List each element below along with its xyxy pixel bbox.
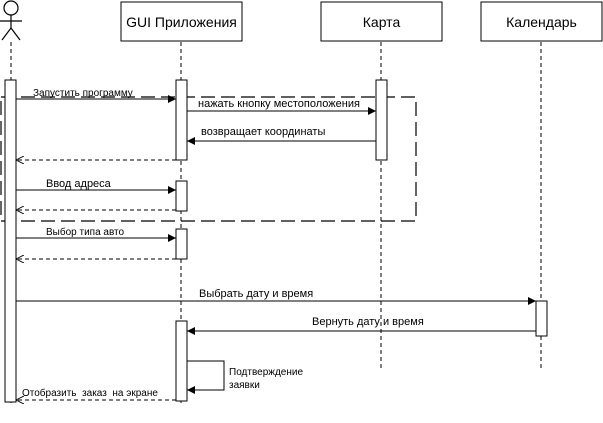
message-label-press-location: нажать кнопку местоположения [198, 98, 360, 110]
message-label-start-program: Запустить программу [33, 88, 133, 99]
lifeline-header-map: Карта [320, 1, 443, 42]
lifeline-label-gui: GUI Приложения [126, 14, 237, 30]
lifeline-header-gui: GUI Приложения [120, 1, 243, 42]
lifeline-label-calendar: Календарь [506, 14, 577, 30]
message-label-returns-coords: возвращает координаты [201, 126, 325, 138]
activation-calendar [535, 300, 548, 337]
lifeline-header-calendar: Календарь [480, 1, 603, 42]
message-label-return-datetime: Вернуть дату и время [312, 316, 424, 328]
message-label-confirm-line1: Подтверждение [229, 367, 303, 378]
message-label-address-input: Ввод адреса [46, 178, 112, 190]
activation-gui-4 [175, 320, 188, 402]
activation-gui-1 [175, 79, 188, 161]
message-label-pick-datetime: Выбрать дату и время [199, 288, 313, 300]
message-label-show-order: Отобразить заказ на экране [22, 387, 158, 399]
activation-gui-3 [175, 228, 188, 260]
activation-gui-2 [175, 180, 188, 212]
message-label-car-type: Выбор типа авто [46, 226, 125, 238]
actor-icon [0, 0, 22, 41]
combined-fragment [0, 96, 417, 222]
activation-actor [4, 79, 17, 403]
activation-map [375, 79, 388, 161]
message-arrow-self-confirm [187, 360, 225, 394]
lifeline-label-map: Карта [363, 14, 401, 30]
message-label-confirm-line2: заявки [229, 380, 260, 391]
